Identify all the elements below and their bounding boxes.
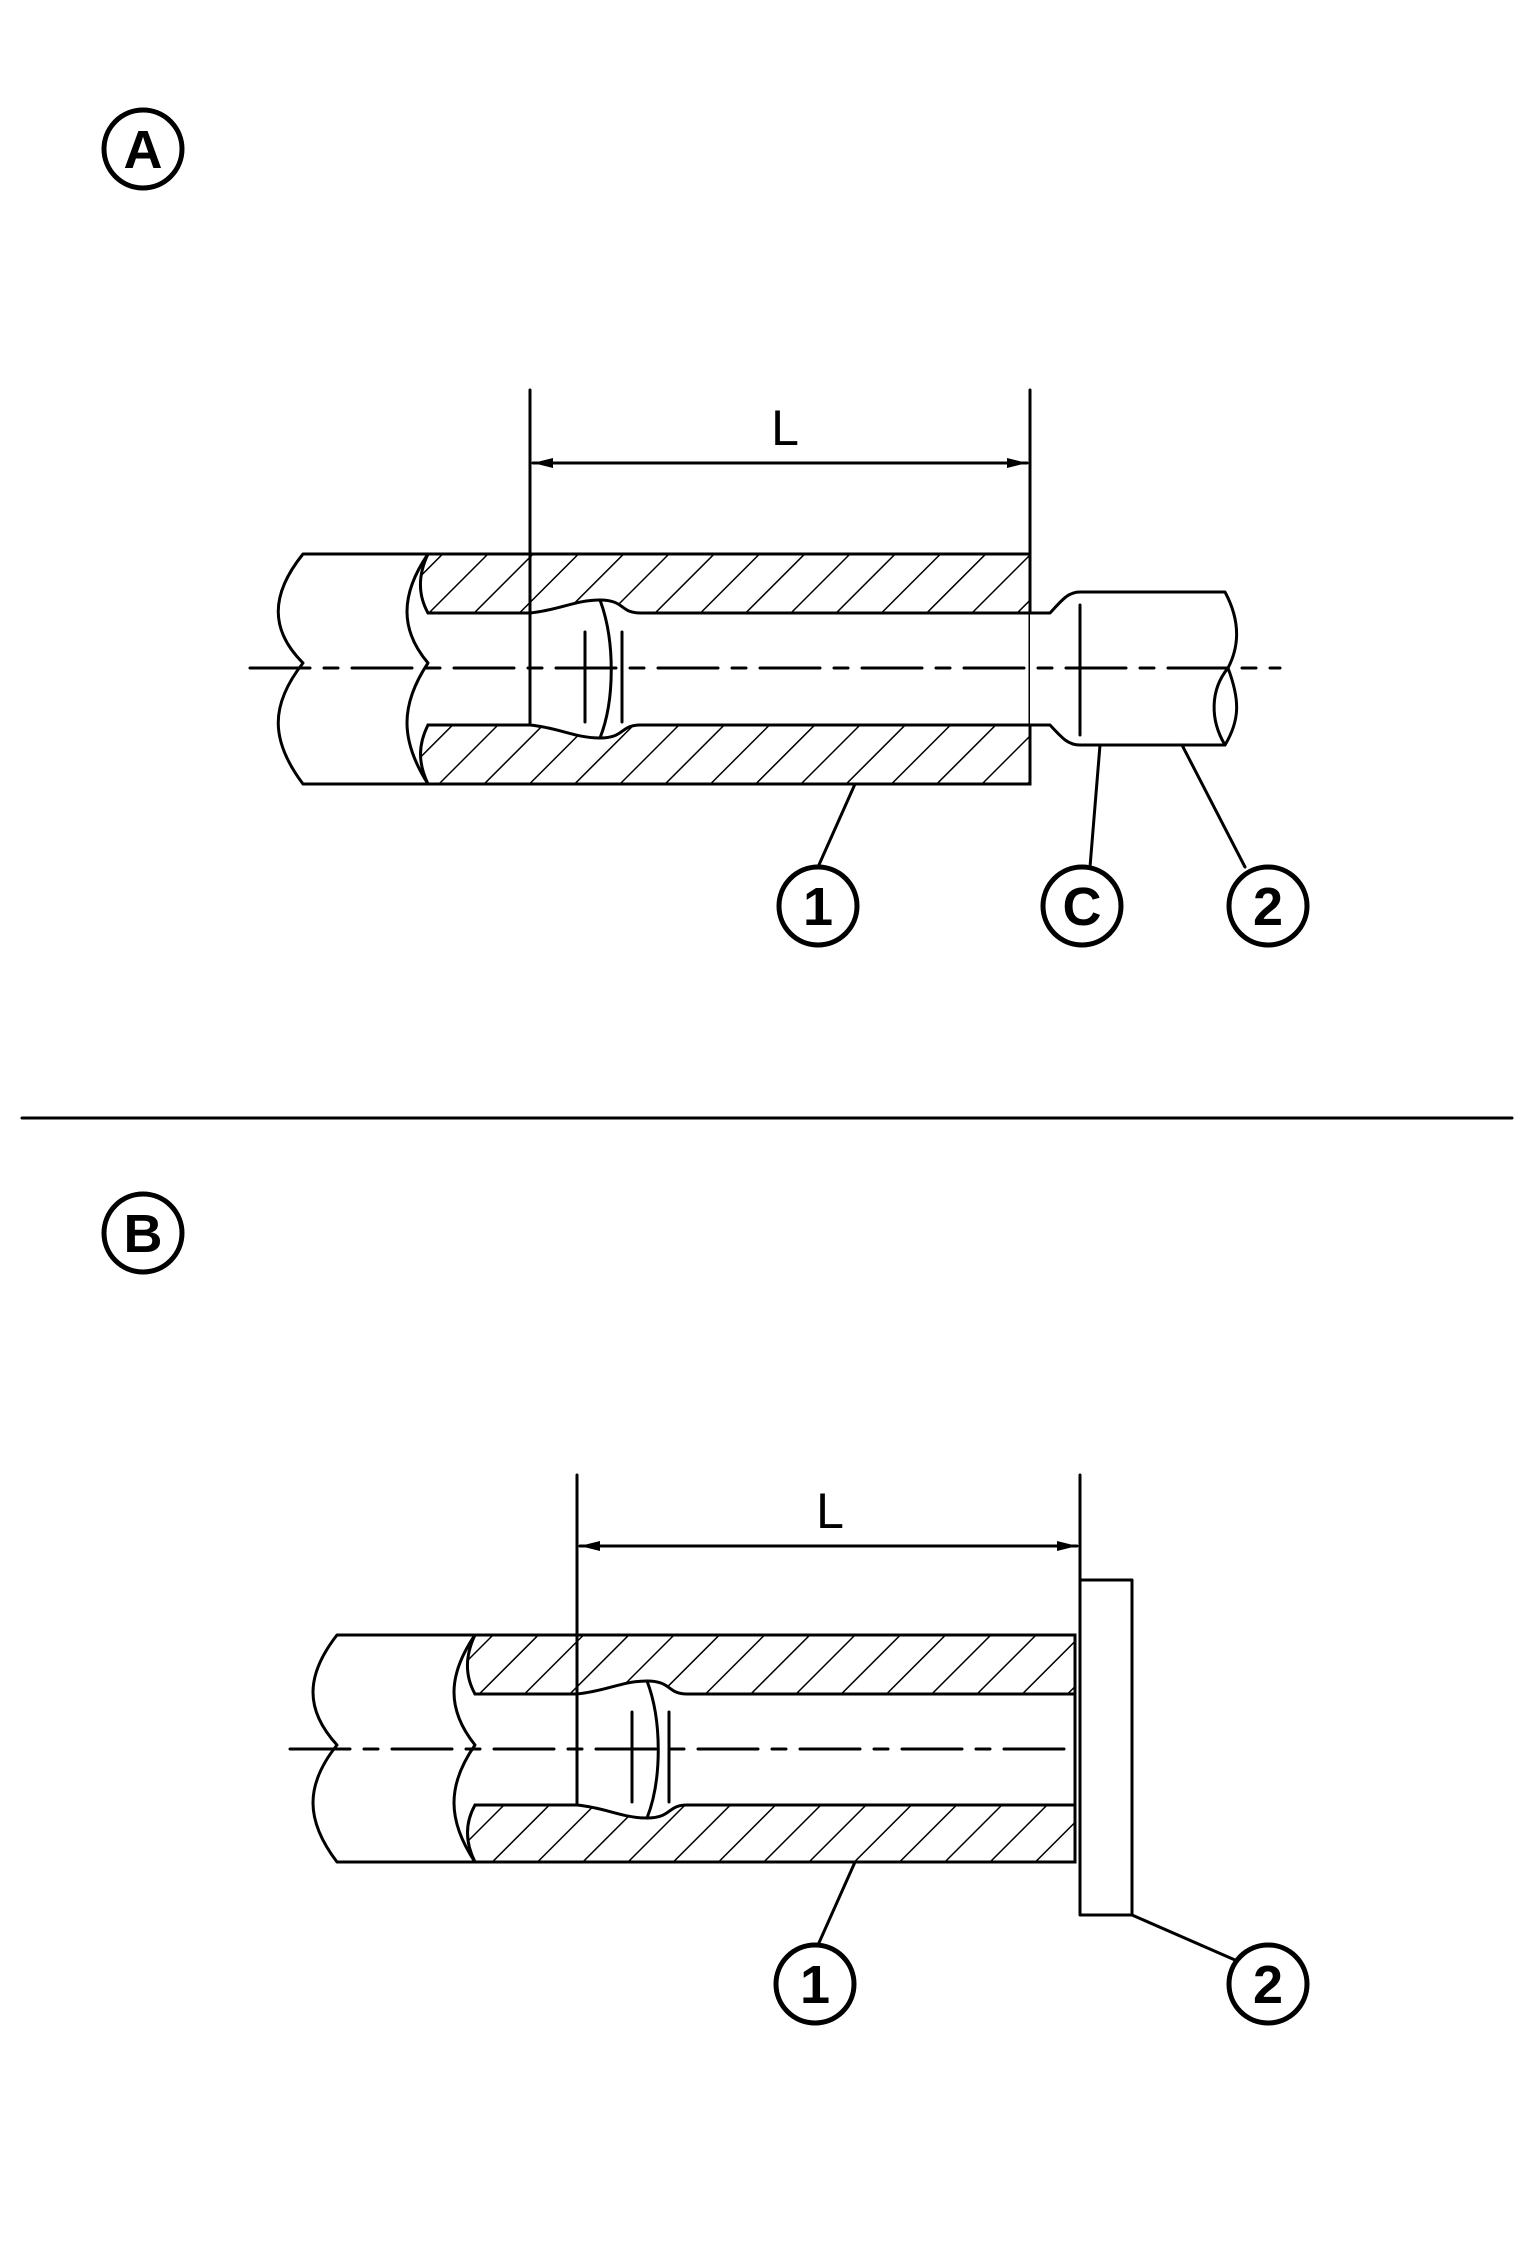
svg-text:2: 2 (1253, 877, 1283, 937)
panel-a: A (101, 107, 1310, 948)
panel-a-dimension-label: L (771, 400, 799, 456)
svg-text:1: 1 (803, 877, 833, 937)
callout-2-b: 2 (1226, 1942, 1310, 2026)
panel-b-label-text: B (124, 1204, 163, 1264)
panel-b-label: B (101, 1191, 185, 1275)
panel-a-callouts: 1 C 2 (776, 743, 1310, 948)
panel-b-callouts: 1 2 (773, 1860, 1310, 2026)
panel-b-plate (1078, 1578, 1134, 1917)
panel-a-dimension: L (528, 388, 1032, 727)
svg-text:1: 1 (800, 1955, 830, 2015)
svg-text:C: C (1063, 877, 1102, 937)
callout-1-b: 1 (773, 1942, 857, 2026)
panel-b: B L 1 (101, 1191, 1310, 2026)
callout-1-a: 1 (776, 864, 860, 948)
panel-a-label: A (101, 107, 185, 191)
callout-c-a: C (1040, 864, 1124, 948)
callout-2-a: 2 (1226, 864, 1310, 948)
svg-text:2: 2 (1253, 1955, 1283, 2015)
panel-a-label-text: A (124, 120, 163, 180)
panel-b-dimension-label: L (816, 1483, 844, 1539)
panel-a-inner-tube (1028, 590, 1239, 747)
panel-b-dimension: L (575, 1473, 1082, 1807)
